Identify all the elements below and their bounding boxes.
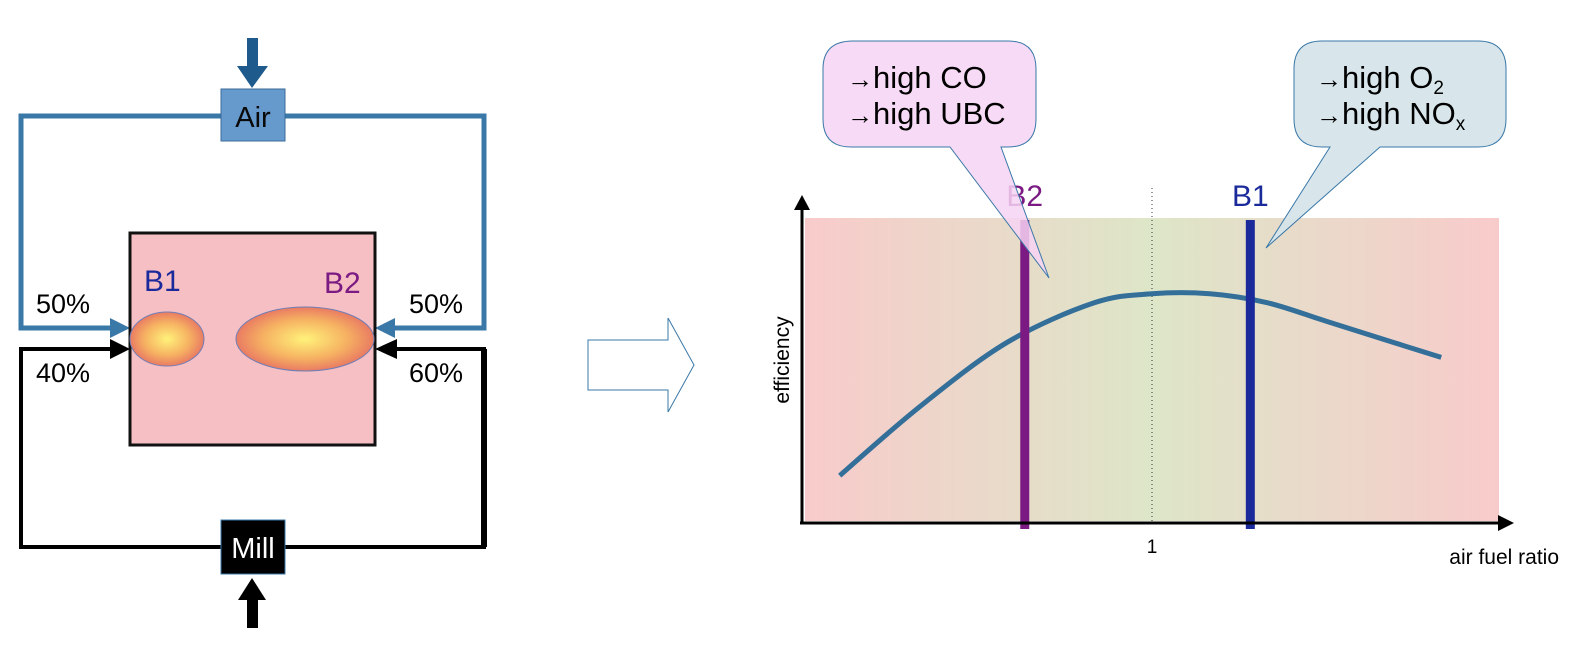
burner-1-label: B1 xyxy=(144,265,181,298)
air-feed-arrow-head xyxy=(237,66,268,88)
burner-2-label: B2 xyxy=(324,267,361,300)
x-axis-arrow xyxy=(1498,515,1514,531)
y-axis-label: efficiency xyxy=(771,316,794,404)
callout-right-sub-2: x xyxy=(1456,114,1466,135)
mill-label: Mill xyxy=(231,533,275,565)
marker-b1-label: B1 xyxy=(1232,180,1269,213)
air-duct-line xyxy=(18,113,487,331)
fuel-split-left-label: 40% xyxy=(36,358,90,388)
burner-1-flame xyxy=(129,311,205,367)
efficiency-curve xyxy=(838,290,1442,478)
callout-left-line-2: →high UBC xyxy=(847,96,1006,131)
callout-right: →high O2 →high NOx xyxy=(1265,40,1507,249)
air-box xyxy=(220,88,286,142)
air-feed-arrow-shaft xyxy=(247,38,258,68)
fuel-inlet-arrow-right xyxy=(375,339,397,359)
x-tick-label: 1 xyxy=(1147,537,1158,558)
callout-left-bubble xyxy=(822,40,1050,279)
fuel-inlet-arrow-left xyxy=(110,339,130,359)
burner-2-flame xyxy=(235,306,375,372)
callout-right-text-2: high NO xyxy=(1342,96,1456,131)
air-inlet-arrow-right xyxy=(375,318,395,338)
boiler-schematic: B1 B2 50% 50% 40% 60% Air Mill xyxy=(18,38,487,628)
callout-left-arrow-2: → xyxy=(847,100,873,130)
callout-right-bubble xyxy=(1265,40,1507,249)
callout-right-arrow-1: → xyxy=(1316,64,1342,94)
efficiency-chart: B2 B1 1 air fuel ratio efficiency xyxy=(771,180,1559,569)
callout-right-sub-1: 2 xyxy=(1433,78,1444,99)
callout-left: →high CO →high UBC xyxy=(822,40,1050,279)
y-axis-arrow xyxy=(794,195,810,210)
mill-feed-arrow-head xyxy=(238,578,266,600)
mill-feed-arrow-shaft xyxy=(247,598,258,628)
callout-right-arrow-2: → xyxy=(1316,100,1342,130)
plot-background xyxy=(805,218,1499,521)
callout-right-line-2: →high NOx xyxy=(1316,96,1466,135)
callout-left-arrow-1: → xyxy=(847,64,873,94)
callout-left-text-2: high UBC xyxy=(873,96,1006,131)
callout-left-line-1: →high CO xyxy=(847,60,987,95)
fuel-split-right-label: 60% xyxy=(409,358,463,388)
air-split-right-label: 50% xyxy=(409,289,463,319)
air-split-left-label: 50% xyxy=(36,289,90,319)
callout-right-line-1: →high O2 xyxy=(1316,60,1444,99)
air-label: Air xyxy=(235,102,271,134)
mill-box xyxy=(220,519,286,575)
callout-right-text-1: high O xyxy=(1342,60,1433,95)
transition-arrow xyxy=(587,317,695,413)
air-inlet-arrow-left xyxy=(110,318,130,338)
callout-left-text-1: high CO xyxy=(873,60,987,95)
x-axis-label: air fuel ratio xyxy=(1449,546,1559,569)
